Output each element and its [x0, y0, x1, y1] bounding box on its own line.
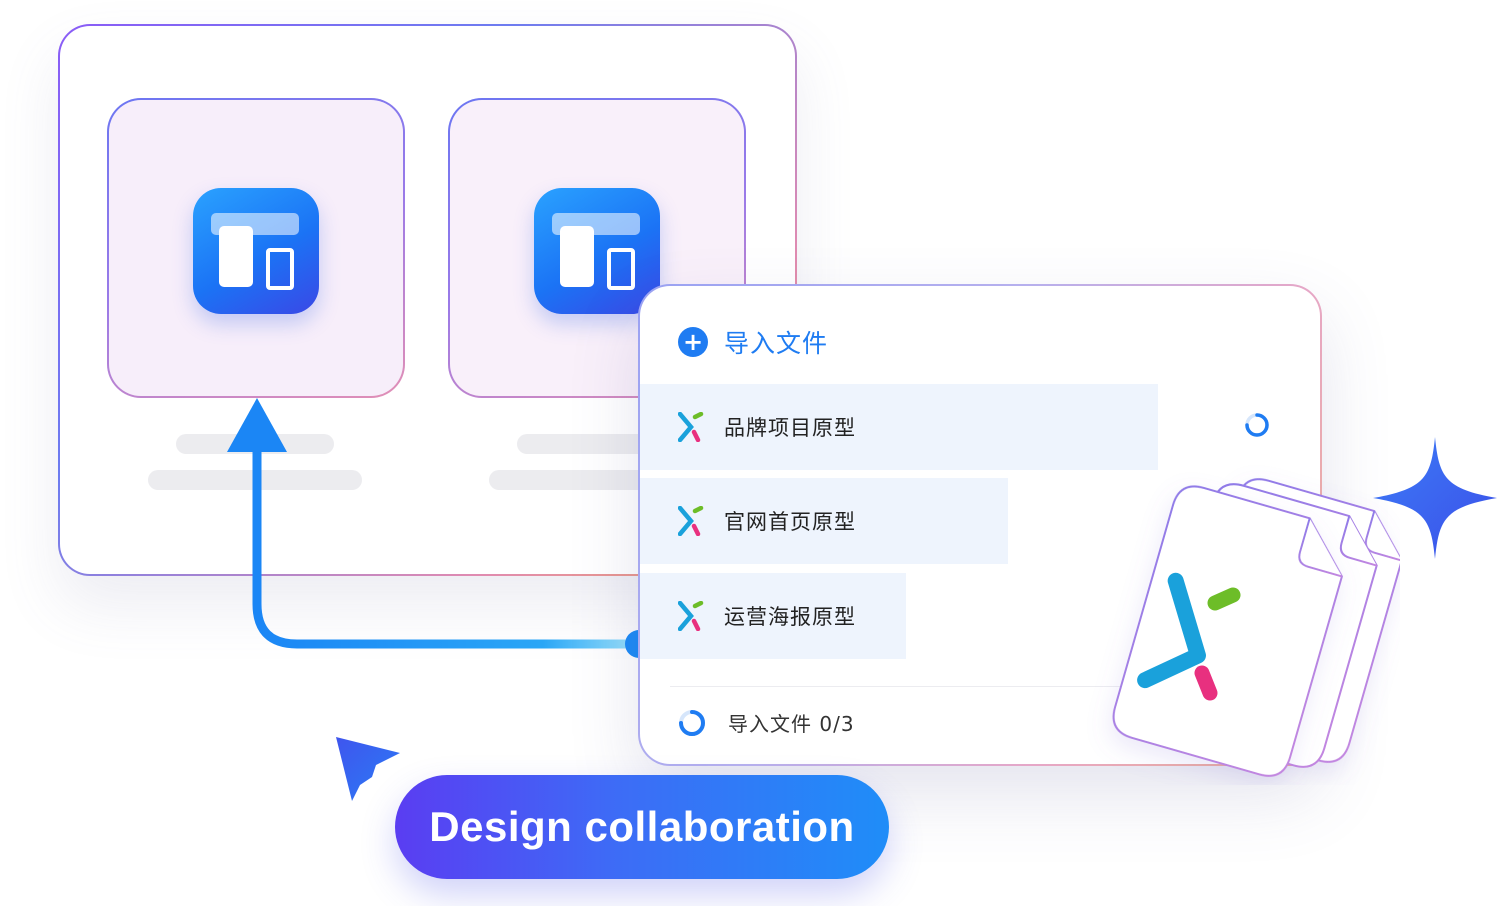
file-row[interactable]: 运营海报原型	[640, 573, 906, 659]
divider	[670, 686, 1290, 687]
import-progress-status: 导入文件 0/3	[678, 708, 855, 737]
sparkle-icon	[1373, 437, 1497, 559]
badge-label: Design collaboration	[429, 803, 855, 850]
axure-logo-icon	[678, 412, 704, 442]
upload-arrow-icon	[227, 398, 653, 658]
layout-app-icon	[193, 188, 319, 314]
loading-spinner-icon	[1245, 413, 1269, 437]
import-files-label: 导入文件	[724, 329, 829, 358]
axure-logo-icon	[678, 601, 704, 631]
axure-file-stack	[1060, 455, 1403, 785]
cursor-icon	[336, 737, 400, 801]
file-name: 官网首页原型	[724, 510, 856, 534]
axure-logo-icon	[678, 506, 704, 536]
design-collaboration-badge: Design collaboration	[395, 775, 889, 879]
prototype-card[interactable]	[107, 98, 405, 398]
card-title-placeholder	[517, 434, 675, 454]
import-files-button[interactable]: + 导入文件	[678, 324, 828, 360]
file-row[interactable]: 品牌项目原型	[640, 384, 1158, 470]
file-row[interactable]: 官网首页原型	[640, 478, 1008, 564]
file-name: 品牌项目原型	[724, 416, 856, 440]
layout-app-icon	[534, 188, 660, 314]
plus-icon: +	[678, 327, 708, 357]
axure-file-icon	[1112, 478, 1403, 777]
loading-spinner-icon	[679, 709, 705, 736]
import-progress-text: 导入文件 0/3	[728, 712, 855, 736]
file-name: 运营海报原型	[724, 605, 856, 629]
